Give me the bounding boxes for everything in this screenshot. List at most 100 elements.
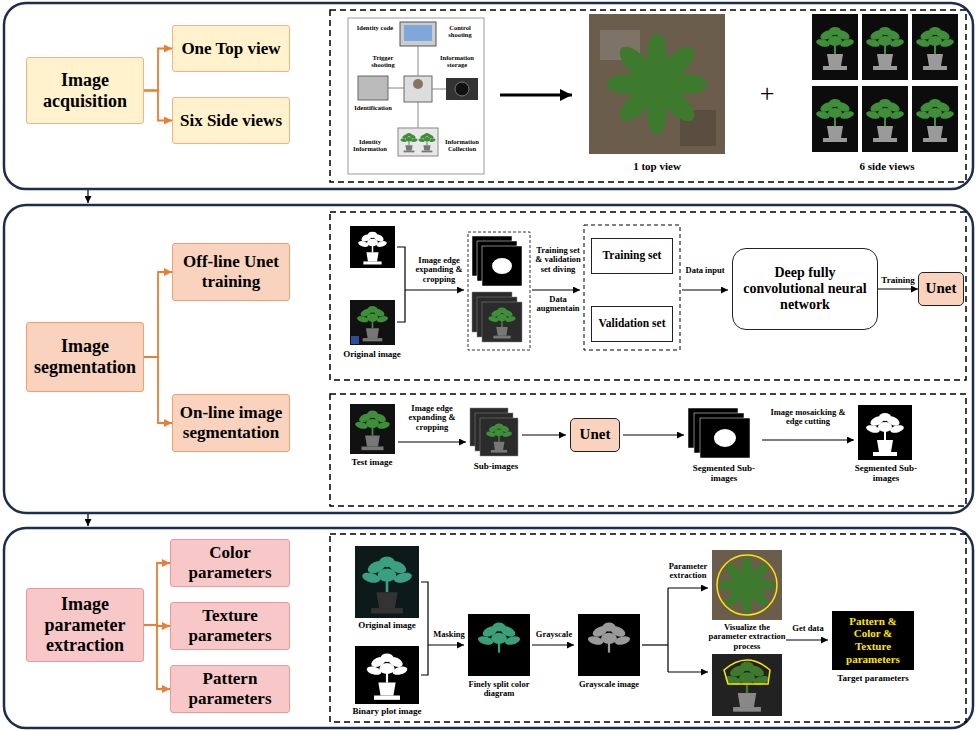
test-images (714, 429, 736, 447)
side-view-photos (862, 14, 908, 80)
top-view-photo (606, 33, 707, 134)
side-view-photos (912, 86, 958, 152)
parameter-box: Color parameters (170, 539, 290, 587)
side-view-photos (815, 99, 854, 142)
acquisition-system-sketch (400, 133, 418, 152)
stage-box: On-line image segmentation (172, 394, 290, 452)
side-view-photos (815, 27, 854, 70)
flow-arrow (786, 639, 828, 640)
parameter-images (587, 623, 631, 671)
sub-image-stack (492, 258, 512, 274)
parameter-images (717, 555, 777, 615)
acquisition-system-sketch (400, 22, 436, 46)
parameter-box: Pattern parameters (170, 665, 290, 713)
parameter-images (724, 662, 770, 712)
sub-image-stack (482, 246, 522, 286)
training-images (351, 336, 359, 344)
text-label: Identity code (355, 24, 395, 31)
flow-arrow (421, 582, 828, 675)
text-label: Training set & validation set diving (533, 246, 583, 274)
text-label: Image edge expanding & cropping (402, 404, 462, 432)
side-view-photos (865, 99, 904, 142)
node-text: Pattern & Color & Texture parameters (838, 615, 908, 666)
dashed-frame (330, 394, 966, 506)
acquisition-system-sketch (348, 18, 484, 174)
sub-image-stack (482, 302, 522, 342)
acquisition-system-sketch (418, 133, 436, 152)
network-box: Deep fully convolutional neural network (732, 248, 878, 330)
sub-image-stack (468, 232, 530, 350)
text-label: Binary plot image (342, 707, 432, 717)
side-view-photos (912, 14, 958, 80)
node-text: Image acquisition (32, 70, 138, 111)
text-label: Trigger shooting (363, 54, 403, 68)
view-box: Six Side views (172, 97, 290, 144)
test-images (350, 404, 395, 454)
text-label: Parameter extraction (666, 562, 710, 581)
text-label: Sub-images (461, 462, 531, 472)
flow-arrow (668, 587, 708, 588)
model-box: Unet (570, 418, 620, 452)
text-label: Information storage (435, 54, 479, 68)
big-arrow (500, 94, 572, 97)
top-view-photo (589, 14, 725, 154)
text-label: Identification (351, 104, 395, 111)
text-label: Original image (337, 350, 407, 360)
dataset-box: Training set (591, 238, 673, 274)
result-image: Pattern & Color & Texture parameters (832, 611, 914, 670)
test-images (486, 423, 513, 452)
parameter-box: Texture parameters (170, 602, 290, 650)
section-panel (4, 3, 973, 728)
parameter-images (355, 546, 782, 716)
flow-arrow (522, 434, 566, 435)
flow-arrow (398, 441, 466, 442)
acquisition-system-sketch (418, 46, 419, 76)
node-text: Six Side views (180, 111, 282, 131)
flow-arrow (428, 644, 464, 645)
model-box: Unet (918, 272, 964, 306)
flow-arrow (762, 439, 854, 440)
acquisition-system-sketch (404, 25, 432, 41)
connector (144, 91, 172, 121)
text-label: Data input (683, 266, 727, 275)
parameter-images (712, 550, 782, 620)
sub-image-stack (468, 232, 530, 350)
test-images (480, 418, 518, 456)
flow-arrow (398, 435, 854, 442)
text-label: Visualize the parameter extraction proce… (707, 623, 787, 651)
dataset-box: Validation set (591, 306, 673, 342)
dashed-frame (330, 534, 966, 722)
text-label: 1 top view (607, 160, 707, 172)
text-label: Control shooting (439, 24, 481, 38)
training-images (358, 232, 388, 265)
test-images (350, 404, 912, 460)
text-label: Original image (352, 621, 422, 631)
node-text: One Top view (181, 39, 280, 59)
connector (144, 563, 170, 625)
side-view-photos (812, 14, 958, 152)
parameter-images (361, 557, 413, 614)
edge-label: Training (880, 276, 915, 286)
node-text: Deep fully convolutional neural network (738, 265, 872, 313)
flow-arrow (642, 644, 668, 645)
node-text: Color parameters (176, 543, 284, 582)
connector (144, 49, 172, 91)
acquisition-system-sketch (398, 128, 438, 156)
training-images (350, 226, 395, 268)
training-images (350, 226, 395, 345)
flow-arrow (682, 289, 728, 290)
side-view-photos (812, 14, 858, 80)
flow-arrow (532, 644, 574, 645)
node-text: Texture parameters (176, 606, 284, 645)
flow-arrow (397, 247, 405, 322)
text-label: Grayscale (533, 630, 575, 639)
section-panel (4, 205, 973, 513)
text-label: Image mosaicking & edge cutting (765, 408, 851, 427)
acquisition-system-sketch (413, 79, 423, 89)
text-label: Information Collection (441, 138, 483, 152)
text-label: Image edge expanding & cropping (410, 256, 468, 284)
flow-arrow (87, 514, 88, 526)
acquisition-system-sketch (404, 76, 432, 102)
